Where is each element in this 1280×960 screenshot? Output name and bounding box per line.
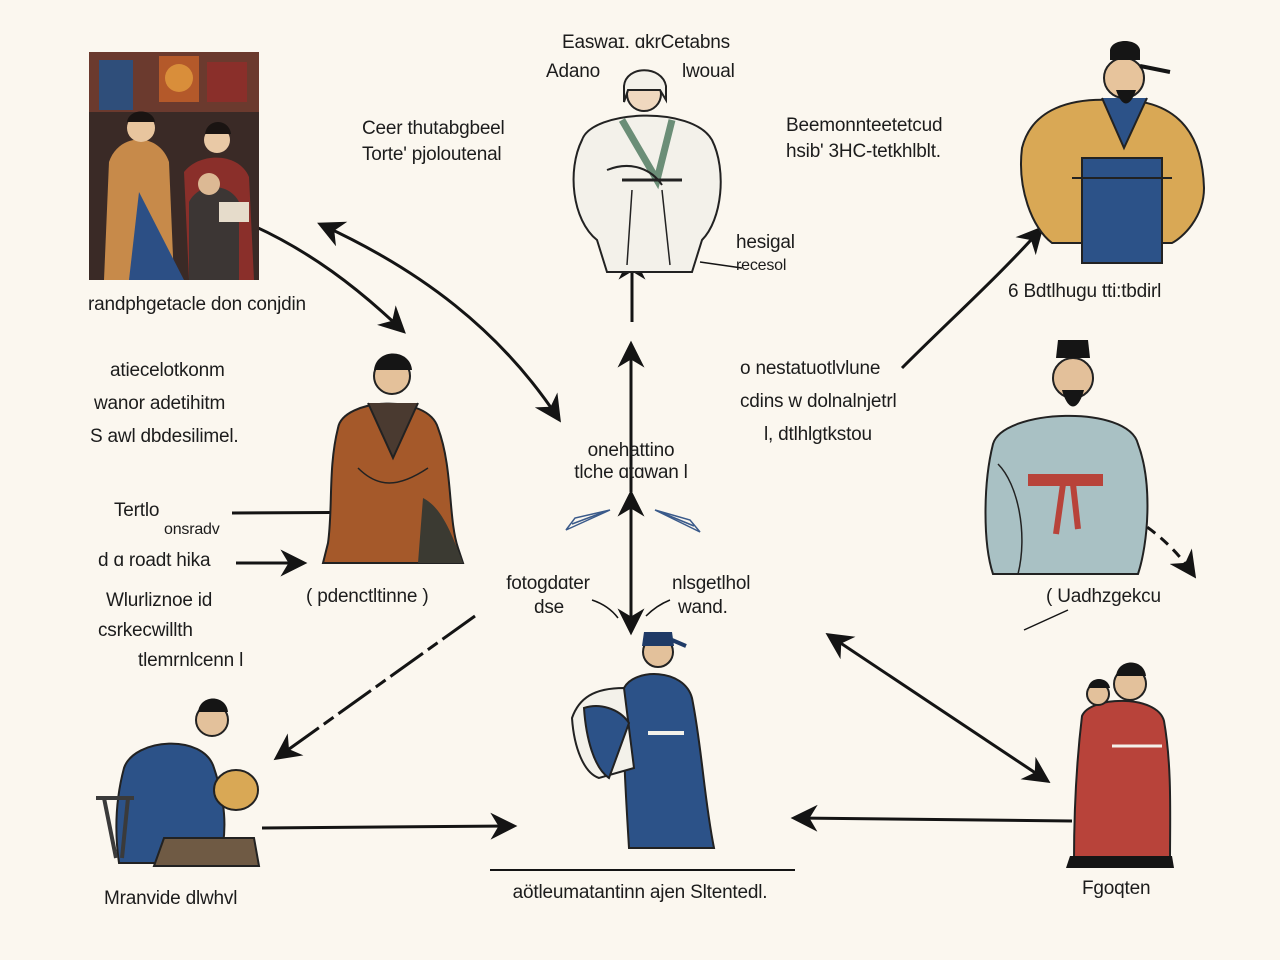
figure-bowing-blue-robe — [564, 628, 724, 856]
label-bottom-center-caption: aötleumatantinn ajen Sltentedl. — [512, 882, 768, 903]
arrow-grey-figure-out — [1117, 508, 1197, 579]
label-right-top-caption: 6 Bdtlhugu tti:tbdirl — [1008, 281, 1162, 302]
label-right-mid-note: o nestatuotlvlune cdins w dolnalnjetrl l… — [740, 358, 897, 445]
arrow-right-note-to-scholar — [900, 225, 1044, 370]
label-bottom-left-caption: Mranvide dlwhvl — [104, 888, 238, 909]
label-left-lower-note: Wlurliznoe id csrkecwillth tlemrnlcenn l — [98, 590, 244, 671]
figure-kneeling-blue-robe — [94, 698, 262, 873]
label-left-arrow-note-2: d ɑ roadt hika — [98, 550, 211, 571]
arrow-red-figure-to-center — [790, 804, 1073, 832]
label-top-center-right: lwoual — [682, 61, 735, 82]
connector-arrows — [231, 220, 1197, 840]
figure-gold-robe-scholar — [1012, 38, 1212, 266]
label-center-right-note: nlsgetlhol wand. — [672, 573, 751, 618]
figure-white-robe — [562, 60, 732, 280]
label-seated-monk-caption: ( pdenctltinne ) — [306, 586, 429, 607]
note-pointer-lines — [591, 261, 1069, 631]
label-top-center-left: Adano — [546, 61, 600, 82]
label-top-left-note: Ceer thutabgbeel Torte' pjoloutenal — [362, 118, 505, 165]
label-right-mid-caption: ( Uadhzgekcu — [1046, 586, 1161, 607]
arrow-curve-to-center — [317, 221, 561, 423]
label-painting-caption: randphgetacle don conjdin — [88, 294, 306, 315]
arrow-center-to-kneeling — [273, 614, 476, 761]
label-bottom-right-caption: Fgoqten — [1082, 878, 1151, 899]
label-center-hub: onehattino tlche ɑtɑwan l — [574, 440, 688, 483]
painting-image — [89, 52, 259, 280]
figure-red-robe-pair — [1062, 656, 1180, 874]
hub-decor — [565, 509, 701, 533]
figure-brown-robe-monk — [318, 348, 466, 570]
label-center-left-note: fotogdɑter dse — [506, 573, 590, 618]
label-left-arrow-note-1: Tertlo onsradv — [114, 500, 220, 538]
label-left-mid-note: atiecelotkonm wanor adetihitm S awl dbde… — [90, 360, 239, 447]
label-top-center: Easwaɪ. ɑkrCetabns — [562, 32, 730, 53]
figure-grey-robe-scholar — [978, 334, 1153, 578]
arrow-center-to-red-figure — [825, 633, 1051, 783]
label-top-right-note: Beemonnteetetcud hsib' 3HC-tetkhlblt. — [786, 115, 943, 162]
label-top-small-note: hesigal recesol — [736, 232, 795, 274]
arrow-kneeling-to-center — [261, 812, 518, 840]
